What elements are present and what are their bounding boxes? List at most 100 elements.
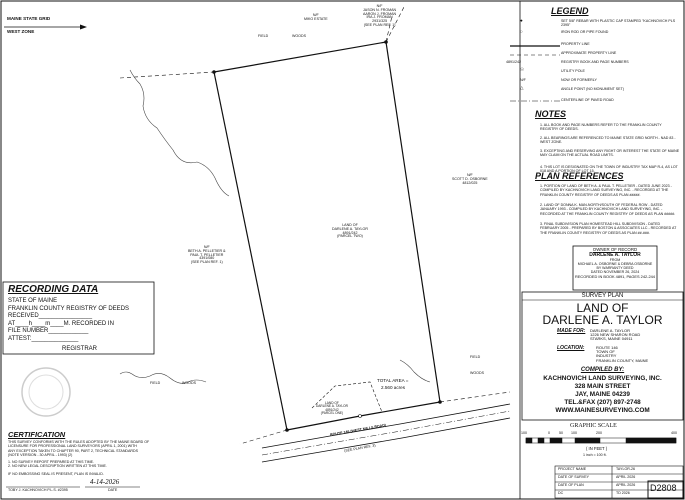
survey-date-label: DATE OF SURVEY (558, 475, 590, 479)
now-formerly-symbol: N/F (520, 78, 526, 82)
notes-title: NOTES (535, 109, 567, 119)
abutter-west: N/F BETH A. PELLETIER & PAUL T. PELLETIE… (188, 245, 226, 265)
monuments (212, 40, 442, 432)
legend-item: UTILITY POLE (561, 69, 585, 73)
field-label: FIELD (258, 34, 269, 38)
grid-label-top: MAINE STATE GRID (7, 16, 51, 21)
project-name-value: TAYLOR-26 (616, 467, 636, 471)
certification-date-handwritten: 4-14-2026 (90, 478, 120, 486)
recording-line: FRANKLIN COUNTY REGISTRY OF DEEDS (8, 305, 130, 312)
legend-item: CENTERLINE OF PAVED ROAD (561, 98, 614, 102)
plan-ref-item: 3. FINAL SUBDIVISION PLAN HOMESTEAD HILL… (540, 222, 677, 235)
recording-line: RECEIVED________________ (8, 313, 93, 320)
owner-grantors: MICHAEL A. OSBORNE & DEBRA OSBORNE (577, 262, 653, 266)
tree-line (129, 69, 230, 197)
survey-date-value: APRIL 2026 (616, 475, 636, 479)
survey-plan-title-line1: LAND OF (576, 301, 629, 315)
legend-line-samples (510, 45, 560, 102)
scale-tick: 400 (671, 431, 677, 435)
company-website: WWW.MAINESURVEYING.COM (555, 407, 650, 414)
project-block-grid (554, 465, 684, 499)
parcel-label: LAND OF DARLENE A. TAYLOR 4891/242 (PARC… (332, 223, 368, 239)
rebar-symbol: ● (520, 18, 523, 23)
legend-item: SET 5/8" REBAR WITH PLASTIC CAP STAMPED … (561, 19, 676, 27)
parcel-boundary (213, 41, 441, 431)
legend-item: NOW OR FORMERLY (561, 78, 597, 82)
project-name-label: PROJECT NAME (558, 467, 587, 471)
scale-tick: 200 (596, 431, 602, 435)
certification-line: THIS SURVEY CONFORMS WITH THE RULES ADOP… (8, 440, 150, 444)
grid-north-arrow (4, 24, 87, 30)
company-name: KACHNOVICH LAND SURVEYING, INC. (543, 375, 662, 382)
legend-item: ANGLE POINT (NO MONUMENT SET) (561, 87, 624, 91)
field-label: FIELD (150, 381, 161, 385)
iron-rod-icon: ○ (520, 29, 523, 34)
total-area-value: 2.560 acres (381, 385, 406, 390)
tree-line-east (399, 359, 431, 383)
location-label: LOCATION: (557, 345, 585, 351)
note-item: 1. ALL BOOK AND PAGE NUMBERS REFER TO TH… (540, 123, 662, 132)
abutter-east: N/F SCOTT D. OSBORNE 4812/025 (452, 173, 488, 185)
graphic-scale-title: GRAPHIC SCALE (570, 423, 617, 429)
certification-line: LICENSURE FOR PROFESSIONAL LAND SURVEYOR… (8, 444, 137, 449)
owner-deed: BY WARRANTY DEED (596, 266, 634, 270)
book-page-symbol: 4891/242 (506, 60, 521, 64)
woods-label: WOODS (292, 34, 306, 38)
legend-title: LEGEND (551, 6, 589, 16)
angle-point-icon: △ (520, 85, 524, 90)
certification-date-label: DATE (108, 488, 118, 492)
dc-value: TD 2026 (616, 491, 630, 495)
made-for-label: MADE FOR: (557, 328, 586, 334)
scale-tick: 100 (571, 431, 577, 435)
company-address2: JAY, MAINE 04239 (575, 391, 630, 398)
woods-label: WOODS (182, 381, 196, 385)
recording-line: FILE NUMBER____________ (8, 328, 89, 335)
note-item: 3. EXCEPTING AND RESERVING ANY RIGHT OR … (540, 149, 680, 158)
woods-label: WOODS (470, 371, 484, 375)
owner-recorded: RECORDED IN BOOK 4891, PAGES 242-244 (575, 274, 655, 279)
certification-signer: TOBY J. KACHNOVICH P.L.S. #2395 (8, 488, 68, 492)
note-item: 2. ALL BEARINGS ARE REFERENCED TO MAINE … (540, 136, 676, 145)
owner-record-title: OWNER OF RECORD (592, 247, 638, 252)
company-address1: 328 MAIN STREET (574, 383, 631, 390)
certification-line: (NOTE VERSION - 30 APRIL - 1993) (2) (8, 452, 73, 457)
scale-units: ( IN FEET ) (586, 446, 608, 451)
owner-record: OWNER OF RECORD DARLENE A. TAYLOR FROM M… (573, 247, 657, 279)
owner-dated: DATED NOVEMBER 26, 2024 (590, 270, 640, 274)
grid-label-bottom: WEST ZONE (7, 29, 35, 34)
company-phone: TEL.&FAX (207) 897-2748 (564, 399, 641, 406)
scale-tick: 50 (559, 431, 563, 435)
abutter-north-left: N/F MIKO ESTATE (304, 13, 328, 21)
certification-line: 1. NO SURVEY REPORT PREPARED AT THIS TIM… (8, 460, 95, 465)
location-value: ROUTE 146 TOWN OF INDUSTRY FRANKLIN COUN… (596, 345, 649, 363)
owner-name: DARLENE A. TAYLOR (589, 252, 641, 258)
tree-line-south (119, 371, 207, 384)
recording-line: AT____h____m____M. RECORDED IN (8, 320, 114, 327)
recording-line: STATE OF MAINE (8, 298, 58, 304)
drawing-number: D2808 (650, 483, 677, 493)
survey-plan-heading: SURVEY PLAN (581, 293, 624, 299)
legend-item: APPROXIMATE PROPERTY LINE (561, 51, 617, 55)
plan-ref-item: 1. PORTION OF LAND OF BETH A. & PAUL T. … (540, 184, 672, 197)
scale-ratio: 1 inch = 100 ft. (583, 453, 607, 457)
plan-date-value: APRIL 2026 (616, 483, 636, 487)
owner-from: FROM (609, 258, 621, 262)
made-for-value: DARLENE A. TAYLOR 1226 NEW SHARON ROAD S… (590, 328, 641, 342)
road-route-146 (261, 403, 511, 463)
field-label: FIELD (470, 355, 481, 359)
plan-ref-item: 2. LAND OF DONNA K. MAN-NORTH/SOUTH OF F… (540, 203, 676, 216)
recording-line: ATTEST:______________ (8, 335, 79, 342)
legend-item: PROPERTY LINE (561, 42, 590, 46)
graphic-scale-bar (525, 437, 677, 444)
dc-label: DC (558, 491, 564, 495)
legend-item: REGISTRY BOOK AND PAGE NUMBERS (561, 60, 629, 64)
utility-pole-icon: ☉ (520, 67, 525, 72)
legend-item: IRON ROD OR PIPE FOUND (561, 30, 609, 34)
scale-tick: 100 (521, 431, 527, 435)
certification-lines: THIS SURVEY CONFORMS WITH THE RULES ADOP… (8, 440, 149, 476)
total-area-label: TOTAL AREA = (377, 378, 409, 383)
certification-line: IF NO EMBOSSING SEAL IS PRESENT, PLAN IS… (8, 471, 104, 476)
embossing-seal (21, 367, 71, 417)
